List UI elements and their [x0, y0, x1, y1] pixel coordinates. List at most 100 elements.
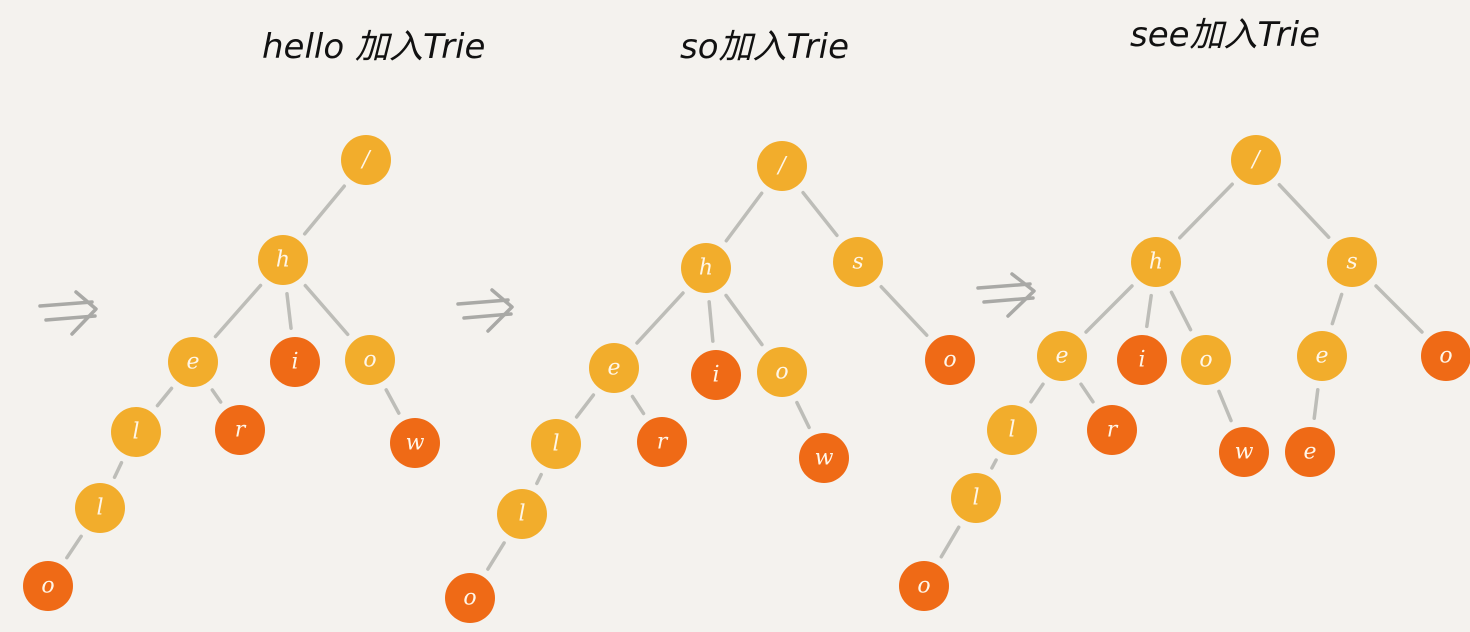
node-label: o: [363, 348, 376, 373]
node-label: o: [1199, 348, 1212, 373]
trie-node-se: e: [1297, 331, 1347, 381]
node-label: r: [657, 430, 669, 455]
node-label: h: [276, 248, 290, 273]
edge-e-l1: [1029, 382, 1045, 404]
node-label: o: [1439, 344, 1452, 369]
edge-h-e: [1084, 284, 1134, 334]
node-circle: [345, 335, 395, 385]
trie-node-e: e: [168, 337, 218, 387]
edge-h-i: [285, 292, 293, 330]
trie-node-l1: l: [111, 407, 161, 457]
node-label: l: [132, 420, 139, 445]
node-circle: [1087, 405, 1137, 455]
node-circle: [75, 483, 125, 533]
trie-node-s: s: [1327, 237, 1377, 287]
node-circle: [757, 141, 807, 191]
trie-node-i: i: [270, 337, 320, 387]
edge-s-so: [1374, 284, 1424, 334]
node-circle: [1285, 427, 1335, 477]
node-circle: [111, 407, 161, 457]
node-circle: [899, 561, 949, 611]
node-label: o: [775, 360, 788, 385]
trie-node-e: e: [1037, 331, 1087, 381]
node-label: e: [1303, 440, 1316, 465]
node-label: o: [943, 348, 956, 373]
node-circle: [681, 243, 731, 293]
node-label: h: [699, 256, 713, 281]
node-label: o: [41, 574, 54, 599]
node-label: /: [776, 154, 788, 179]
node-label: l: [552, 432, 559, 457]
node-circle: [1327, 237, 1377, 287]
edge-se-see: [1312, 387, 1320, 421]
trie-node-l1: l: [987, 405, 1037, 455]
trie-node-r: r: [637, 417, 687, 467]
edge-h-i: [707, 300, 715, 343]
edge-h-o1: [724, 293, 764, 347]
trie-node-see: e: [1285, 427, 1335, 477]
edge-l1-l2: [535, 472, 543, 486]
edge-root-h: [1178, 182, 1234, 240]
node-label: e: [1055, 344, 1068, 369]
panel-title-hello: hello 加入Trie: [262, 27, 485, 67]
node-circle: [1421, 331, 1470, 381]
trie-node-i: i: [691, 350, 741, 400]
node-circle: [589, 343, 639, 393]
trie-node-r: r: [1087, 405, 1137, 455]
node-circle: [1181, 335, 1231, 385]
node-circle: [531, 419, 581, 469]
node-label: s: [852, 250, 863, 275]
node-circle: [445, 573, 495, 623]
trie-node-h: h: [681, 243, 731, 293]
trie-node-o2: o: [445, 573, 495, 623]
edge-o1-w: [795, 400, 811, 430]
trie-node-h: h: [1131, 237, 1181, 287]
trie-node-h: h: [258, 235, 308, 285]
node-circle: [341, 135, 391, 185]
trie-panel-hello: / h e i o l r w l o: [23, 135, 440, 611]
trie-node-o1: o: [757, 347, 807, 397]
panel-title-see: see加入Trie: [1130, 15, 1320, 55]
node-label: h: [1149, 250, 1163, 275]
node-circle: [497, 489, 547, 539]
trie-node-r: r: [215, 405, 265, 455]
edge-o1-w: [1217, 389, 1233, 423]
node-circle: [1231, 135, 1281, 185]
edge-h-e: [213, 283, 263, 339]
node-label: i: [712, 363, 719, 388]
trie-node-root: /: [1231, 135, 1281, 185]
node-circle: [637, 417, 687, 467]
trie-node-l1: l: [531, 419, 581, 469]
node-label: l: [1008, 418, 1015, 443]
trie-node-e: e: [589, 343, 639, 393]
edge-o1-w: [384, 388, 401, 415]
trie-node-o1: o: [1181, 335, 1231, 385]
panel-title-so: so加入Trie: [680, 27, 849, 67]
edge-e-r: [1079, 382, 1095, 404]
trie-node-w: w: [799, 433, 849, 483]
trie-node-root: /: [757, 141, 807, 191]
node-circle: [258, 235, 308, 285]
node-label: o: [917, 574, 930, 599]
node-label: /: [360, 148, 372, 173]
node-circle: [799, 433, 849, 483]
node-label: i: [1138, 348, 1145, 373]
trie-node-l2: l: [75, 483, 125, 533]
trie-node-o1: o: [345, 335, 395, 385]
edge-h-o1: [1169, 290, 1193, 332]
node-label: l: [96, 496, 103, 521]
trie-node-w: w: [390, 418, 440, 468]
node-circle: [390, 418, 440, 468]
node-circle: [925, 335, 975, 385]
node-circle: [833, 237, 883, 287]
node-circle: [987, 405, 1037, 455]
edge-h-o1: [303, 283, 350, 337]
edge-l1-l2: [112, 460, 124, 480]
trie-node-so: o: [925, 335, 975, 385]
edge-l2-o2: [486, 541, 506, 571]
node-circle: [691, 350, 741, 400]
node-circle: [270, 337, 320, 387]
